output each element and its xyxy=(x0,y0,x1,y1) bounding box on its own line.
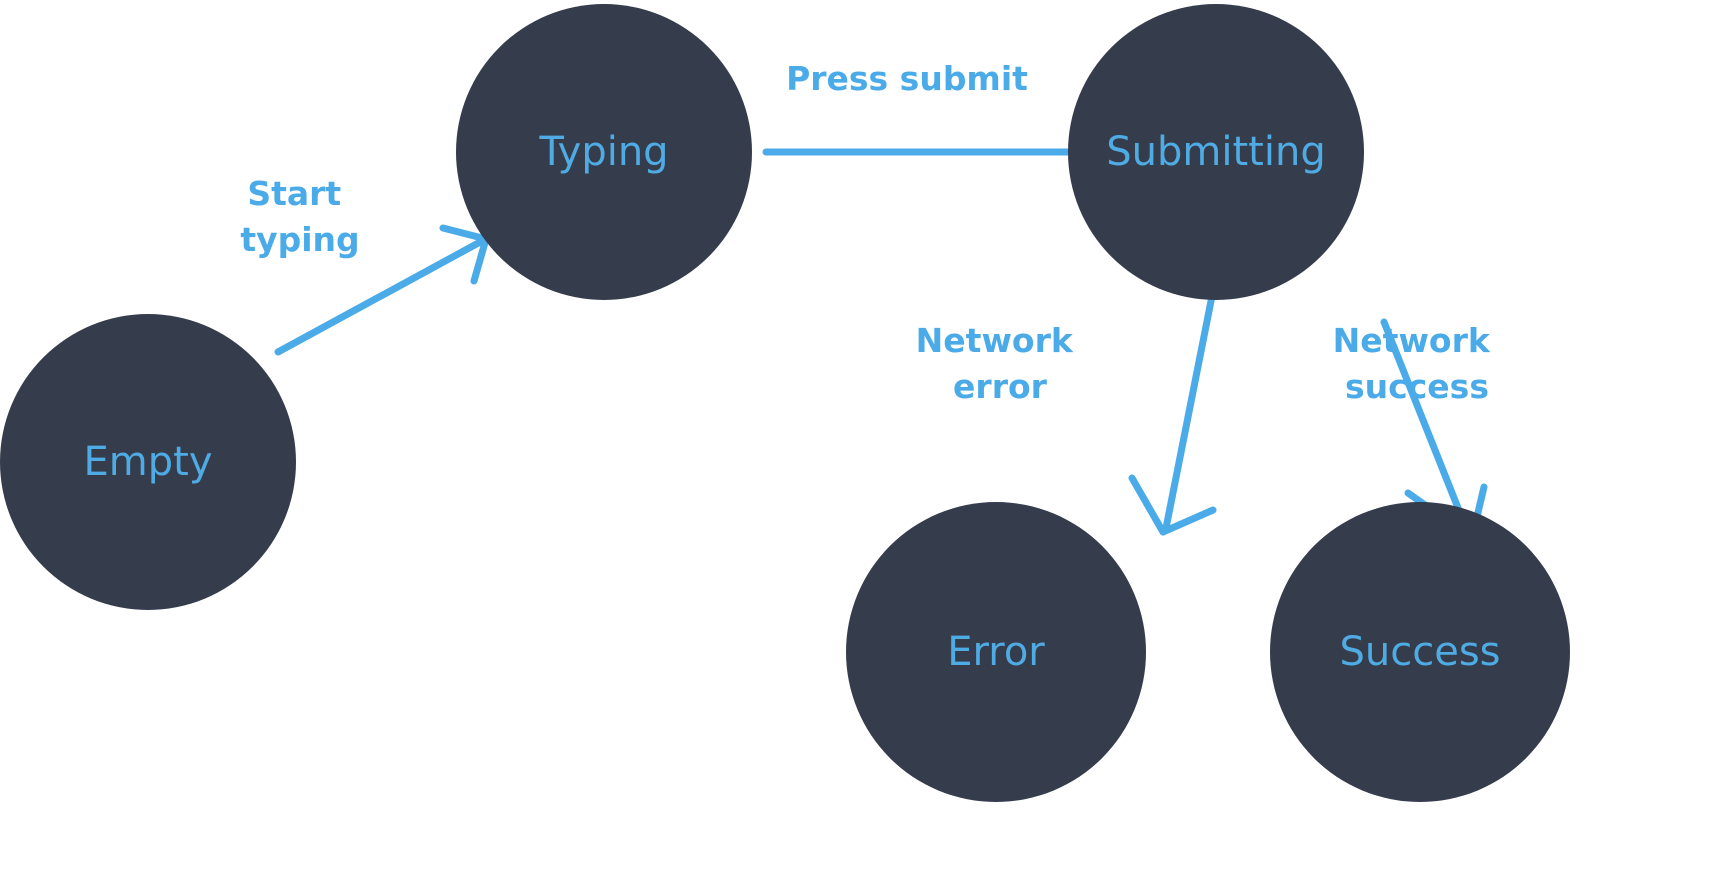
edge-label-line: Network xyxy=(1333,321,1491,360)
node-label: Submitting xyxy=(1106,129,1325,175)
state-node-success[interactable]: Success xyxy=(1270,502,1570,802)
node-circle[interactable] xyxy=(1270,502,1570,802)
edge-line xyxy=(1380,318,1472,537)
node-circle[interactable] xyxy=(0,314,296,610)
state-node-submitting[interactable]: Submitting xyxy=(1068,4,1364,300)
edge-label-press-submit: Press submit xyxy=(786,59,1028,98)
node-label: Empty xyxy=(84,439,213,485)
state-node-typing[interactable]: Typing xyxy=(456,4,752,300)
node-circle[interactable] xyxy=(1068,4,1364,300)
edge-label-line: error xyxy=(953,367,1048,406)
arrowhead-icon xyxy=(1128,474,1217,536)
edge-label-start-typing: Start typing xyxy=(240,174,359,259)
edge-label-line: Start xyxy=(247,174,341,213)
state-node-error[interactable]: Error xyxy=(846,502,1146,802)
node-label: Typing xyxy=(538,129,668,175)
edge-label-line: success xyxy=(1345,367,1489,406)
edge-label-network-success: Network success xyxy=(1333,321,1502,406)
edge-typing-to-submitting: Press submit xyxy=(762,59,1148,180)
node-circle[interactable] xyxy=(456,4,752,300)
edge-line xyxy=(274,237,486,356)
edge-empty-to-typing: Start typing xyxy=(240,174,490,356)
edge-submitting-to-success: Network success xyxy=(1333,318,1502,542)
edge-submitting-to-error: Network error xyxy=(916,287,1217,536)
edge-label-line: Network xyxy=(916,321,1074,360)
state-node-empty[interactable]: Empty xyxy=(0,314,296,610)
node-label: Success xyxy=(1339,629,1500,675)
edge-label-line: Press submit xyxy=(786,59,1028,98)
edge-label-line: typing xyxy=(240,220,359,259)
edge-label-network-error: Network error xyxy=(916,321,1085,406)
node-label: Error xyxy=(947,629,1045,675)
edge-line xyxy=(1162,287,1217,532)
node-circle[interactable] xyxy=(846,502,1146,802)
